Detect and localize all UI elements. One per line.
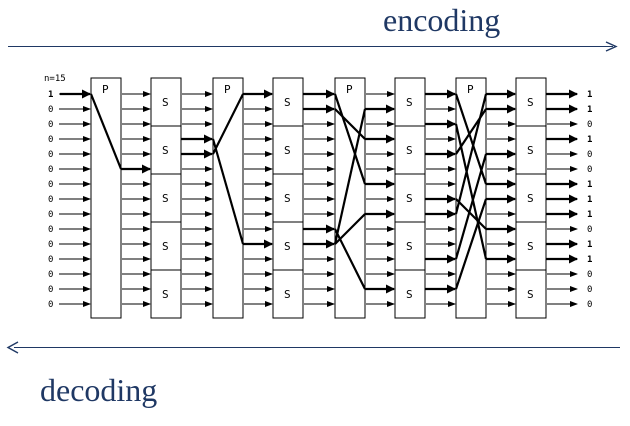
- substitution-box: [272, 125, 304, 175]
- substitution-box: [394, 221, 426, 271]
- substitution-label: S: [284, 144, 291, 157]
- active-path: [333, 108, 367, 245]
- substitution-box: [515, 221, 547, 271]
- permutation-label: P: [224, 83, 231, 96]
- substitution-label: S: [527, 288, 534, 301]
- substitution-box: [272, 221, 304, 271]
- active-path: [333, 93, 367, 185]
- output-bit: 1: [587, 90, 592, 100]
- substitution-label: S: [406, 288, 413, 301]
- output-bit: 0: [587, 285, 592, 295]
- substitution-label: S: [527, 240, 534, 253]
- substitution-label: S: [284, 192, 291, 205]
- n-label: n=15: [44, 74, 66, 84]
- substitution-box: [394, 173, 426, 223]
- substitution-label: S: [527, 192, 534, 205]
- substitution-box: [515, 125, 547, 175]
- output-bit: 1: [587, 135, 592, 145]
- substitution-label: S: [406, 144, 413, 157]
- active-path: [89, 93, 123, 170]
- substitution-label: S: [406, 240, 413, 253]
- input-bit: 0: [48, 300, 53, 310]
- substitution-label: S: [527, 96, 534, 109]
- output-bit: 1: [587, 255, 592, 265]
- input-bit: 0: [48, 285, 53, 295]
- substitution-label: S: [406, 96, 413, 109]
- encoding-label: encoding: [383, 2, 501, 38]
- active-path: [454, 93, 488, 215]
- substitution-box: [272, 269, 304, 319]
- permutation-box: [212, 77, 244, 319]
- permutation-label: P: [346, 83, 353, 96]
- output-bit: 0: [587, 165, 592, 175]
- input-bit: 0: [48, 225, 53, 235]
- output-bit: 0: [587, 300, 592, 310]
- substitution-box: [394, 77, 426, 127]
- permutation-box: [90, 77, 122, 319]
- input-bit: 0: [48, 120, 53, 130]
- substitution-box: [272, 173, 304, 223]
- substitution-label: S: [284, 288, 291, 301]
- substitution-label: S: [284, 96, 291, 109]
- substitution-box: [515, 269, 547, 319]
- input-bit: 0: [48, 150, 53, 160]
- input-bit: 0: [48, 180, 53, 190]
- permutation-label: P: [467, 83, 474, 96]
- substitution-box: [150, 269, 182, 319]
- substitution-label: S: [527, 144, 534, 157]
- substitution-box: [394, 269, 426, 319]
- encoding-arrowhead: [605, 41, 618, 52]
- active-path: [454, 198, 488, 290]
- output-bit: 0: [587, 270, 592, 280]
- substitution-label: S: [162, 288, 169, 301]
- active-path: [212, 93, 244, 155]
- substitution-label: S: [162, 192, 169, 205]
- permutation-label: P: [102, 83, 109, 96]
- output-bit: 1: [587, 240, 592, 250]
- substitution-box: [150, 173, 182, 223]
- input-bit: 0: [48, 105, 53, 115]
- active-path: [454, 153, 488, 260]
- substitution-label: S: [284, 240, 291, 253]
- output-bit: 1: [587, 105, 592, 115]
- output-bit: 1: [587, 210, 592, 220]
- substitution-label: S: [162, 240, 169, 253]
- active-path: [334, 228, 366, 290]
- decoding-arrowhead: [6, 341, 19, 354]
- input-bit: 0: [48, 270, 53, 280]
- output-bit: 0: [587, 225, 592, 235]
- active-path: [211, 138, 245, 245]
- substitution-label: S: [406, 192, 413, 205]
- substitution-label: S: [162, 96, 169, 109]
- output-bit: 0: [587, 120, 592, 130]
- input-bit: 0: [48, 135, 53, 145]
- output-bit: 1: [587, 195, 592, 205]
- output-bit: 1: [587, 180, 592, 190]
- substitution-label: S: [162, 144, 169, 157]
- decoding-label: decoding: [40, 372, 158, 408]
- active-path: [455, 198, 487, 230]
- input-bit: 0: [48, 255, 53, 265]
- input-bit: 0: [48, 240, 53, 250]
- input-bit: 0: [48, 165, 53, 175]
- substitution-box: [515, 77, 547, 127]
- input-bit: 0: [48, 210, 53, 220]
- decoding-arrow: [14, 347, 620, 348]
- encoding-arrow: [8, 46, 613, 47]
- input-bit: 0: [48, 195, 53, 205]
- input-bit: 1: [48, 90, 53, 100]
- output-bit: 0: [587, 150, 592, 160]
